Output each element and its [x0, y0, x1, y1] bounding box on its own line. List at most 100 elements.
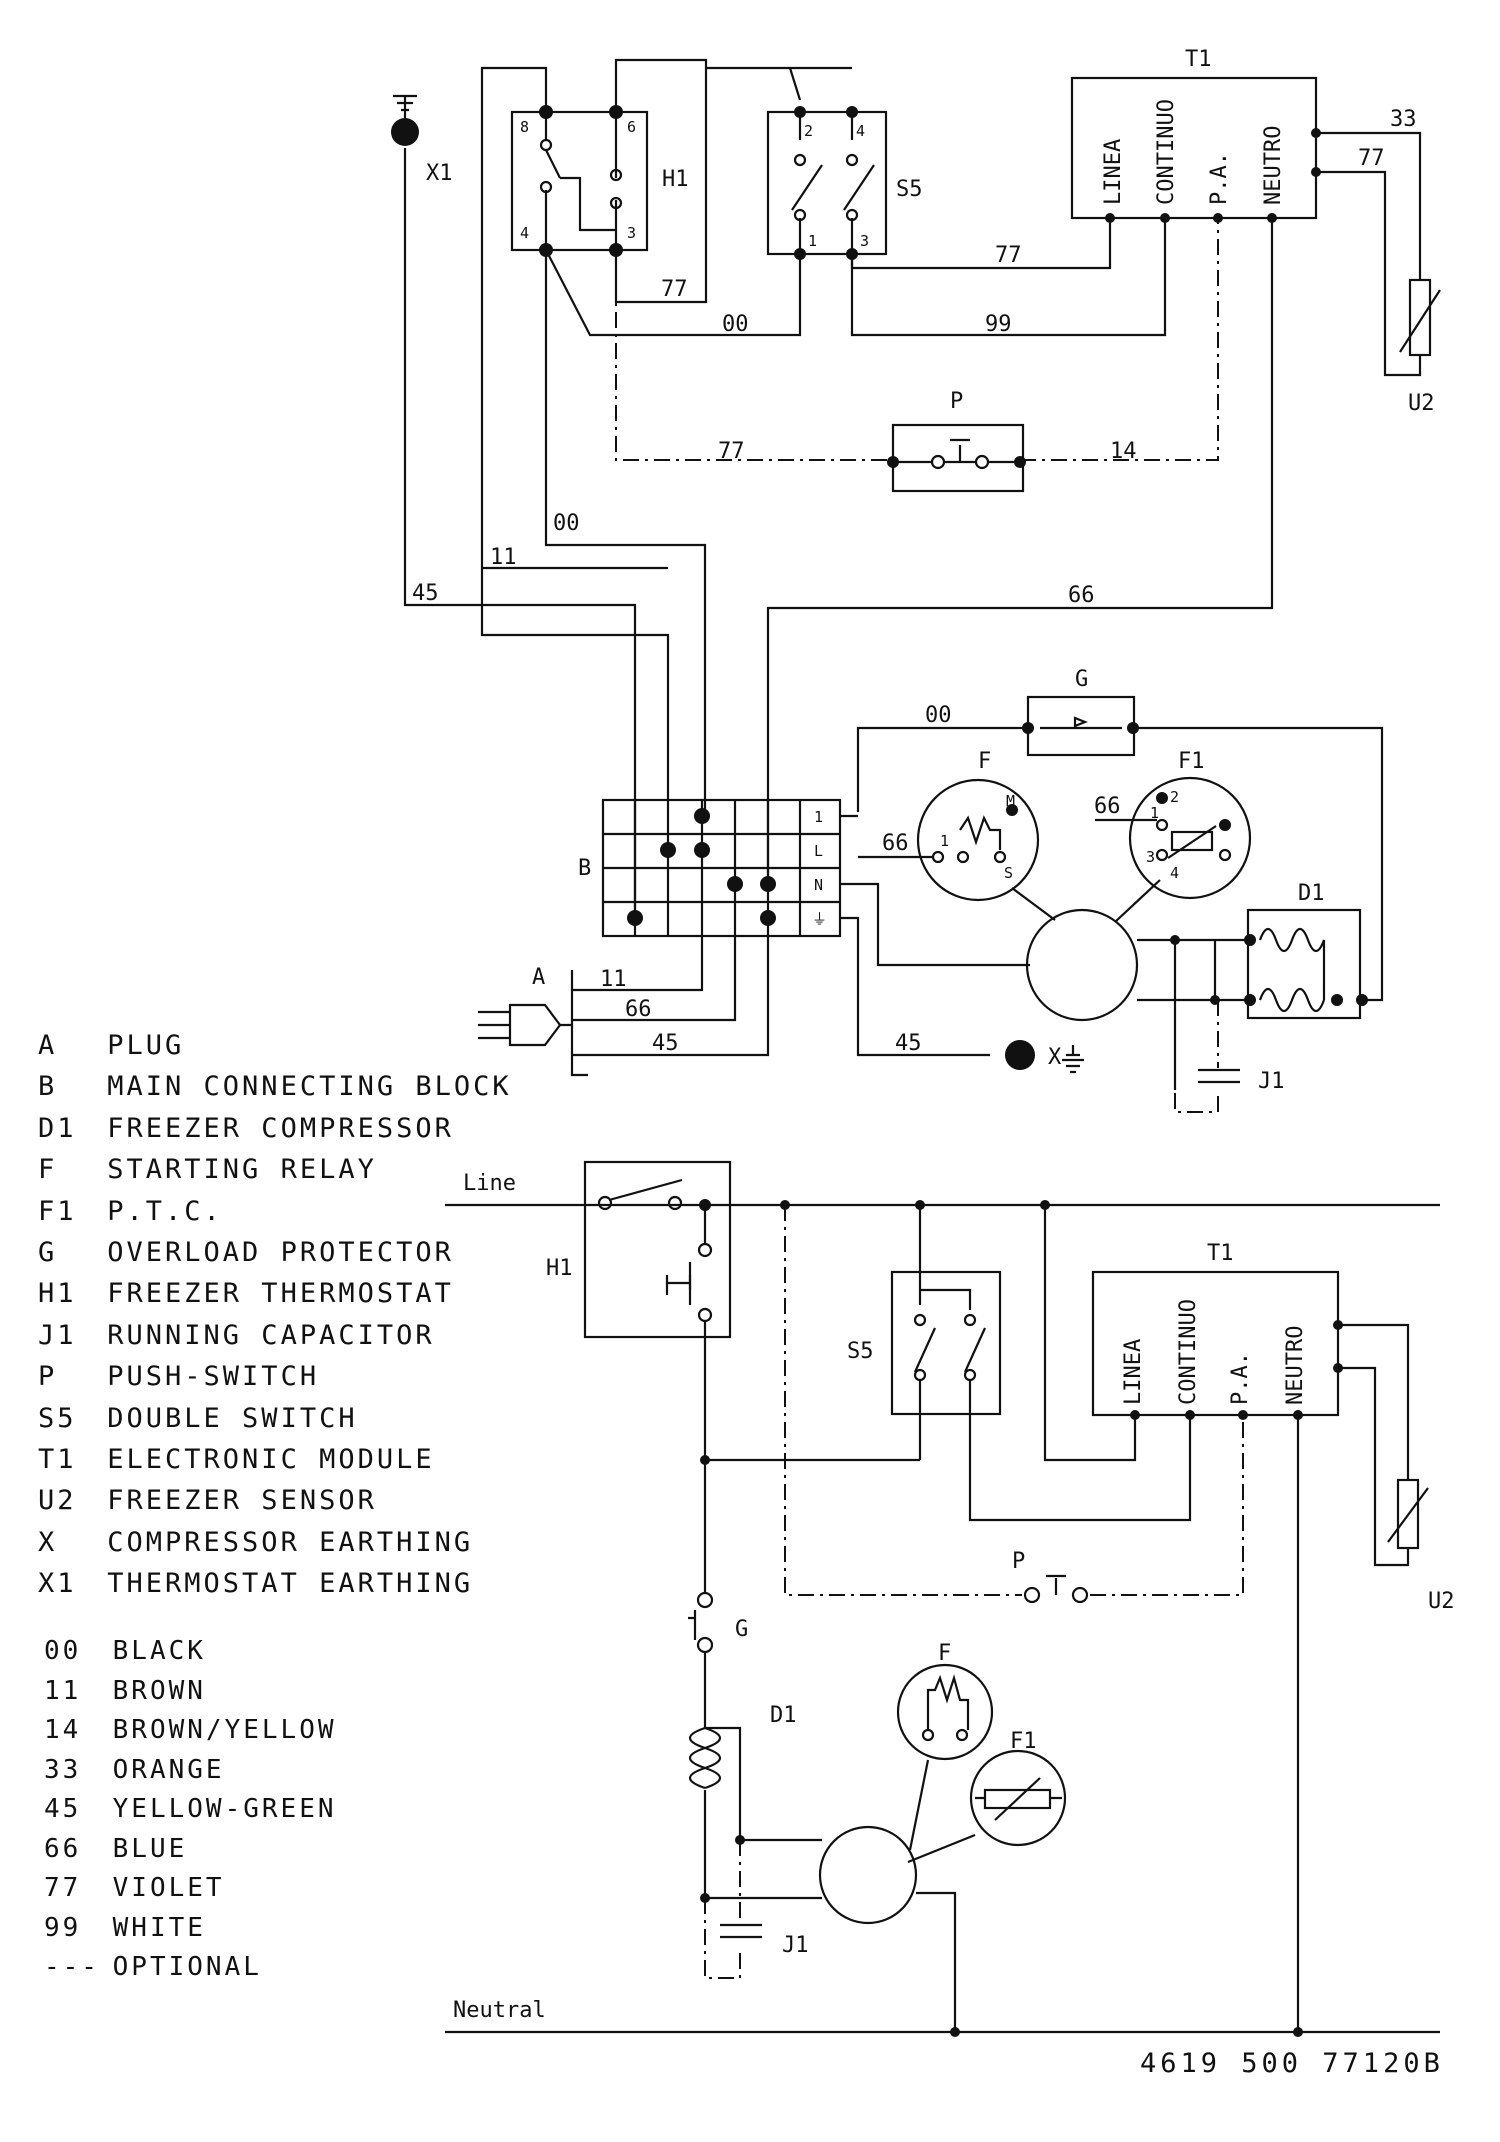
- legend-label: MAIN CONNECTING BLOCK: [107, 1071, 512, 1103]
- wire-label-00-a: 00: [722, 312, 749, 337]
- legend-label: PLUG: [107, 1030, 185, 1061]
- wire-label-66-f1: 66: [1094, 794, 1121, 819]
- legend-code: P: [38, 1361, 58, 1393]
- schematic-terminal-linea: LINEA: [1121, 1339, 1146, 1405]
- legend-row: S5 DOUBLE SWITCH: [38, 1403, 468, 1444]
- d1-label: D1: [1298, 881, 1325, 906]
- j1-schematic-label: J1: [782, 1933, 809, 1958]
- g-label: G: [1075, 667, 1088, 692]
- block-terminal-l: L: [814, 842, 823, 860]
- wire-label-45-earth: 45: [895, 1031, 922, 1056]
- freezer-sensor-u2: 33 77 U2: [1316, 107, 1441, 416]
- schematic-terminal-pa: P.A.: [1228, 1352, 1253, 1405]
- double-switch-s5: 2 4 1 3 S5: [766, 106, 923, 260]
- schematic-terminal-neutro: NEUTRO: [1283, 1326, 1308, 1405]
- legend-row: X1 THERMOSTAT EARTHING: [38, 1568, 470, 1609]
- schematic-compressor-d1: D1: [688, 1703, 960, 2037]
- wire-color-code: ---: [44, 1952, 100, 1982]
- schematic-terminal-continuo: CONTINUO: [1176, 1299, 1201, 1405]
- terminal-neutro: NEUTRO: [1261, 126, 1286, 205]
- wire-color-row: 14 BROWN/YELLOW: [44, 1715, 444, 1755]
- f-schematic-label: F: [938, 1641, 951, 1666]
- f-terminal-1: 1: [940, 832, 949, 850]
- line-label: Line: [463, 1171, 516, 1196]
- s5-schematic-label: S5: [847, 1339, 874, 1364]
- wire-color-code: 66: [44, 1833, 82, 1864]
- b-label: B: [578, 856, 591, 881]
- legend-label: FREEZER COMPRESSOR: [107, 1112, 454, 1144]
- f1-label: F1: [1178, 749, 1205, 774]
- wire-color-label: BROWN/YELLOW: [112, 1715, 337, 1745]
- legend-row: T1 ELECTRONIC MODULE: [38, 1444, 468, 1485]
- wire-label-77: 77: [1358, 146, 1385, 171]
- wire-color-label: BLUE: [112, 1833, 188, 1864]
- starting-relay-f: M 1 S 66 F: [858, 749, 1040, 902]
- legend-label: FREEZER SENSOR: [107, 1485, 377, 1517]
- g-schematic-label: G: [735, 1617, 748, 1642]
- h1-label: H1: [662, 167, 689, 192]
- f-label: F: [978, 749, 991, 774]
- wire-label-00-c: 00: [925, 703, 952, 728]
- s5-label: S5: [896, 177, 923, 202]
- wire-color-code: 99: [44, 1912, 82, 1943]
- freezer-compressor-d1: D1: [1011, 879, 1368, 1090]
- h1-terminal-4: 4: [520, 224, 529, 242]
- wire-color-label: OPTIONAL: [112, 1952, 262, 1982]
- f1-schematic-label: F1: [1010, 1729, 1037, 1754]
- schematic-relay-f: F: [896, 1641, 994, 1851]
- s5-terminal-4: 4: [856, 122, 865, 140]
- legend-row: F1 P.T.C.: [38, 1196, 468, 1237]
- schematic-ptc-f1: F1: [907, 1729, 1067, 1864]
- freezer-thermostat-h1: 8 6 4 3 H1: [510, 105, 689, 257]
- h1-terminal-6: 6: [627, 118, 636, 136]
- legend-code: B: [38, 1071, 58, 1103]
- main-connecting-block-b: 1 L N ⏚ B: [578, 798, 1030, 1057]
- wire-label-11-plug: 11: [600, 967, 627, 992]
- wire-color-label: BROWN: [112, 1675, 206, 1706]
- wire-color-label: BLACK: [112, 1636, 206, 1666]
- terminal-continuo: CONTINUO: [1154, 99, 1179, 205]
- legend-label: PUSH-SWITCH: [107, 1361, 320, 1393]
- legend-row: P PUSH-SWITCH: [38, 1361, 468, 1402]
- wire-label-14: 14: [1110, 439, 1137, 464]
- wire-color-row: --- OPTIONAL: [44, 1952, 444, 1992]
- block-terminal-1: 1: [814, 808, 823, 826]
- wire-color-code: 11: [44, 1675, 82, 1706]
- legend-label: THERMOSTAT EARTHING: [107, 1568, 474, 1600]
- legend-label: RUNNING CAPACITOR: [107, 1319, 435, 1351]
- plug-a: A 11 66 45: [478, 936, 770, 1077]
- wire-label-66-plug: 66: [625, 997, 652, 1022]
- legend-row: A PLUG: [38, 1030, 468, 1071]
- p-schematic-label: P: [1012, 1549, 1025, 1574]
- wire-color-label: VIOLET: [112, 1873, 225, 1903]
- drawing-number: 4619 500 77120B: [1140, 2048, 1444, 2079]
- legend-row: H1 FREEZER THERMOSTAT: [38, 1278, 468, 1319]
- t1-label: T1: [1185, 47, 1212, 72]
- thermostat-earthing-x1: X1: [391, 94, 453, 186]
- legend-label: OVERLOAD PROTECTOR: [107, 1236, 454, 1268]
- legend-label: FREEZER THERMOSTAT: [107, 1278, 454, 1310]
- wire-color-label: ORANGE: [112, 1754, 225, 1785]
- schematic-overload-g: G: [688, 1460, 748, 1728]
- x-label: X: [1048, 1045, 1062, 1070]
- u2-label: U2: [1408, 391, 1435, 416]
- legend-label: STARTING RELAY: [107, 1154, 377, 1186]
- legend-row: B MAIN CONNECTING BLOCK: [38, 1071, 509, 1112]
- wire-label-45-plug: 45: [652, 1031, 679, 1056]
- legend-row: X COMPRESSOR EARTHING: [38, 1527, 470, 1568]
- schematic-rails: Line Neutral: [445, 1171, 1440, 2034]
- wire-color-row: 45 YELLOW-GREEN: [44, 1794, 444, 1834]
- a-label: A: [532, 965, 545, 990]
- legend-code: X1: [38, 1568, 77, 1600]
- h1-schematic-label: H1: [546, 1256, 573, 1281]
- wire-color-code: 00: [44, 1636, 82, 1666]
- f1-terminal-2: 2: [1170, 788, 1179, 806]
- push-switch-p: P: [887, 389, 1026, 493]
- s5-terminal-3: 3: [860, 232, 869, 250]
- wire-color-label: WHITE: [112, 1912, 206, 1943]
- wire-label-33: 33: [1390, 107, 1417, 132]
- wire-color-code: 77: [44, 1873, 82, 1903]
